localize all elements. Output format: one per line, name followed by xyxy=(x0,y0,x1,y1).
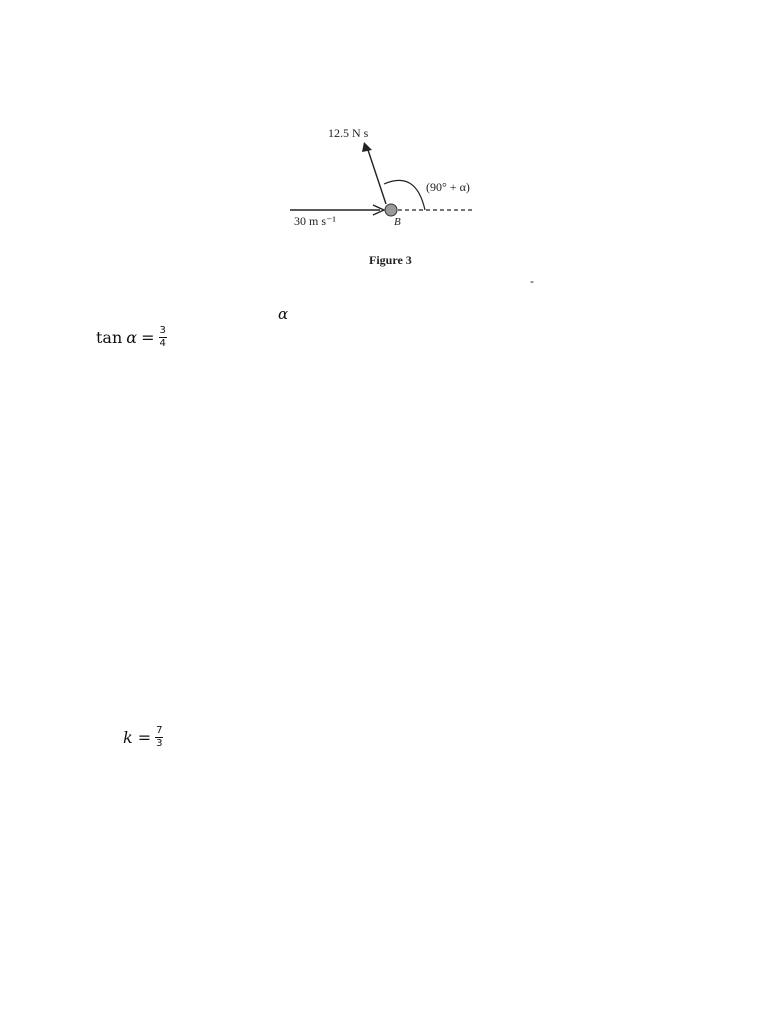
figure-caption: Figure 3 xyxy=(369,253,412,267)
impulse-label: 12.5 N s xyxy=(328,126,369,140)
fraction-denominator: 3 xyxy=(156,738,163,749)
alpha-symbol: α xyxy=(278,305,289,323)
equals-sign: = xyxy=(141,328,155,347)
k-equation: k = 7 3 xyxy=(123,725,164,749)
velocity-arrowhead xyxy=(372,204,386,216)
k-variable: k xyxy=(123,728,133,747)
point-b-label: B xyxy=(394,216,401,228)
tan-function: tan xyxy=(96,328,123,347)
tan-alpha-equation: tan α = 3 4 xyxy=(96,326,167,349)
alpha-variable: α xyxy=(126,328,138,347)
speed-label: 30 m s⁻¹ xyxy=(294,214,336,228)
fraction-numerator: 7 xyxy=(155,725,164,738)
fraction-denominator: 4 xyxy=(159,338,166,349)
particle-b-dot xyxy=(384,203,398,217)
stray-dash-mark: - xyxy=(530,274,534,288)
fraction-numerator: 3 xyxy=(158,325,167,338)
fraction-seven-thirds: 7 3 xyxy=(155,725,164,749)
impulse-arrow-shaft xyxy=(367,149,387,205)
fraction-three-quarters: 3 4 xyxy=(158,325,167,349)
impulse-arrowhead xyxy=(362,142,372,152)
angle-arc xyxy=(383,179,426,211)
angle-label: (90° + α) xyxy=(426,180,470,194)
impulse-diagram-svg xyxy=(290,142,474,217)
figure-3-diagram: 12.5 N s (90° + α) 30 m s⁻¹ B Figure 3 xyxy=(280,120,500,280)
equals-sign: = xyxy=(137,728,152,747)
